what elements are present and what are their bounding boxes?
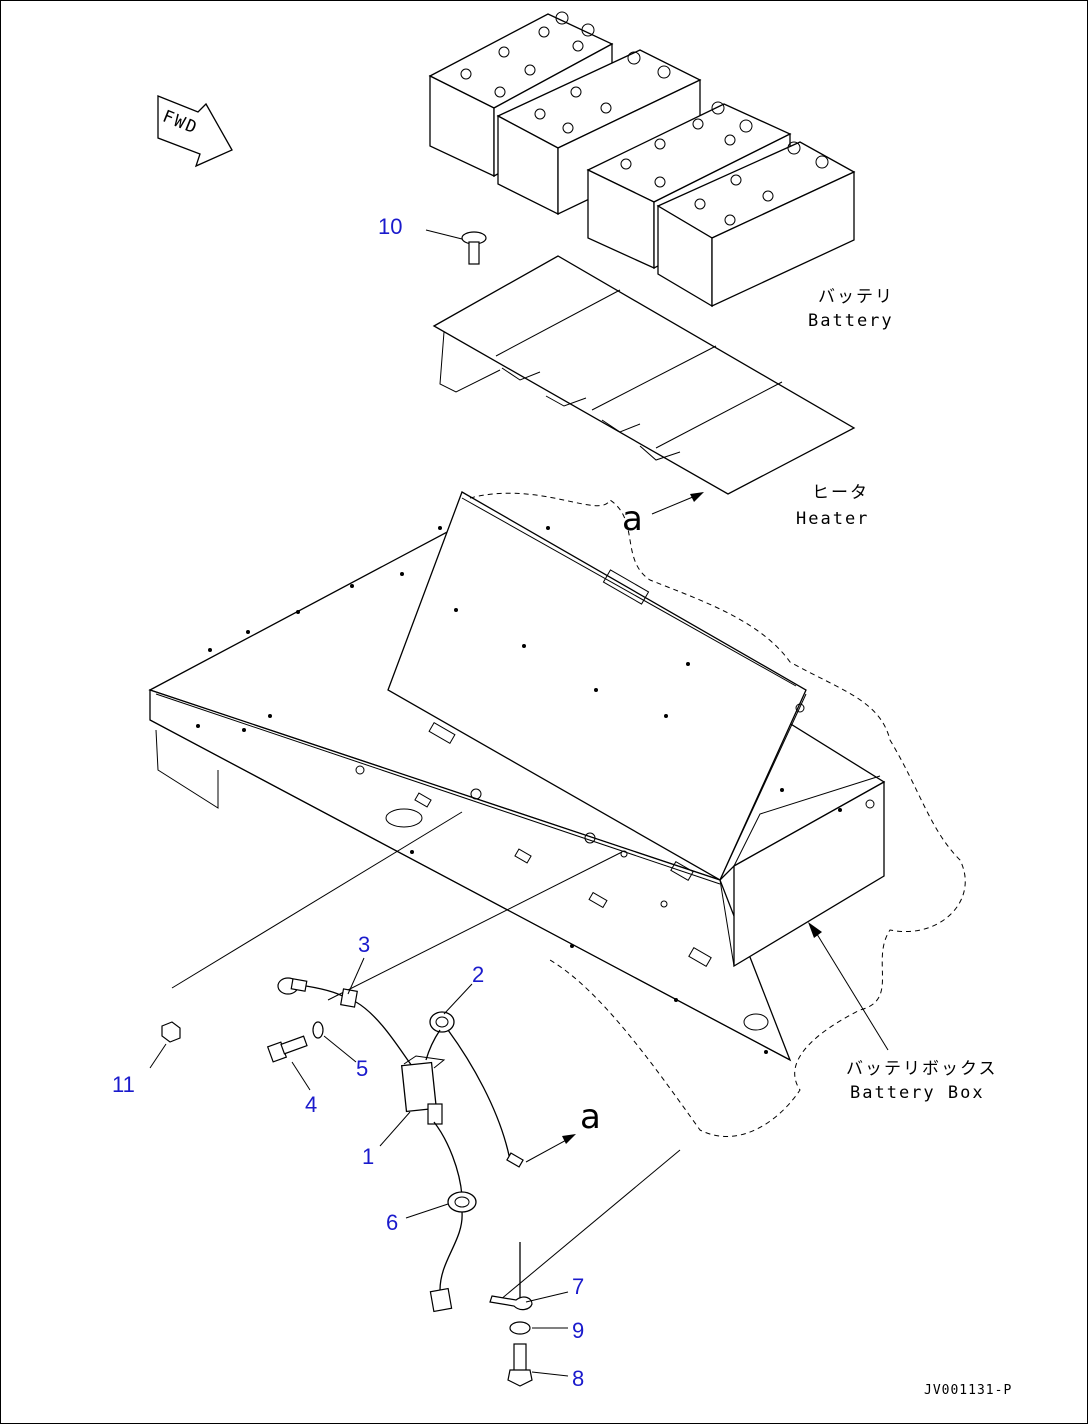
- heater-label-en: Heater: [796, 509, 869, 529]
- drawing-number: JV001131-P: [924, 1383, 1012, 1398]
- battery-label: バッテリ Battery: [808, 287, 894, 331]
- terminal-7: [489, 1242, 533, 1311]
- battery-box-label: バッテリボックス Battery Box: [808, 922, 998, 1103]
- battery-box: [148, 491, 886, 1062]
- wire-harness: [277, 977, 524, 1313]
- callout-3: 3: [358, 932, 370, 957]
- bolt-8: [507, 1343, 569, 1387]
- callout-11: 11: [112, 1072, 135, 1097]
- callout-4: 4: [305, 1092, 317, 1117]
- heater-label-jp: ヒータ: [812, 483, 869, 503]
- washer-5: [312, 1021, 357, 1063]
- bolt-4: [266, 1035, 311, 1091]
- bolt-10: [425, 229, 487, 265]
- battery-label-jp: バッテリ: [818, 287, 894, 307]
- battery-box-label-en: Battery Box: [850, 1083, 985, 1103]
- box-holes: [196, 526, 875, 1054]
- arrow-a-bottom: a: [525, 1097, 601, 1163]
- battery-label-en: Battery: [808, 311, 894, 331]
- callout-6: 6: [386, 1210, 398, 1235]
- fwd-arrow: FWD: [157, 95, 233, 168]
- heater-plate: [432, 255, 856, 495]
- callout-7: 7: [572, 1274, 584, 1299]
- callout-10: 10: [378, 214, 402, 239]
- nut-11: [149, 1021, 181, 1069]
- battery-group: [428, 11, 856, 308]
- callouts: 1 2 3 4 5 6 7 8 9 10 11: [112, 214, 584, 1391]
- phantom-outline: [469, 492, 966, 1137]
- callout-5: 5: [356, 1056, 368, 1081]
- arrow-a-top: a: [622, 492, 704, 539]
- callout-9: 9: [572, 1318, 584, 1343]
- heater-label: ヒータ Heater: [796, 483, 869, 529]
- arrow-a-top-label: a: [622, 499, 643, 539]
- arrow-a-bottom-label: a: [580, 1097, 601, 1137]
- callout-1: 1: [362, 1144, 374, 1169]
- callout-2: 2: [472, 962, 484, 987]
- washer-9: [509, 1321, 531, 1335]
- battery-box-label-jp: バッテリボックス: [846, 1059, 998, 1079]
- callout-8: 8: [572, 1366, 584, 1391]
